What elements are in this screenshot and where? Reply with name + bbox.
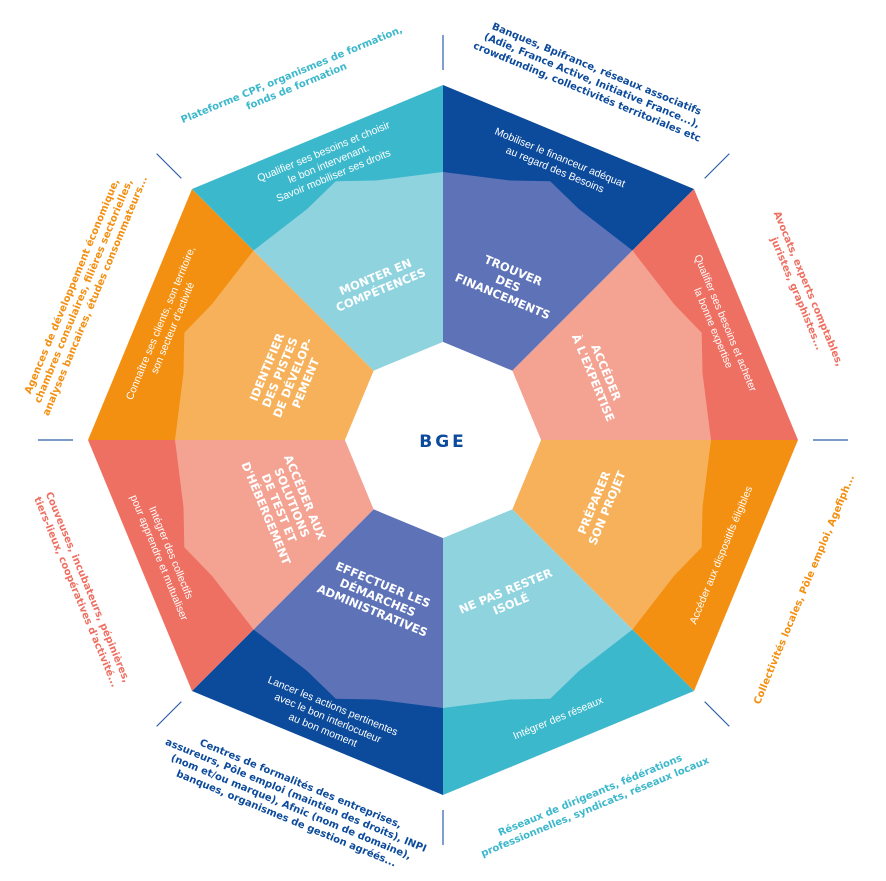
segment-competences-notch: [285, 104, 331, 124]
divider-rule: [156, 701, 182, 727]
segment-competences-outer-band: [192, 85, 443, 251]
segment-isole-inner-band: [443, 509, 633, 708]
segment-hebergement-partners-line: Couveuses, incubateurs, pépinières,: [43, 490, 133, 684]
segment-isole-partners-line: Réseaux de dirigeants, fédérations: [496, 752, 684, 839]
segment-financements-inner-band: [443, 172, 633, 371]
segment-hebergement-partners-text: Couveuses, incubateurs, pépinières,tiers…: [31, 490, 132, 689]
segment-financements-notch: [555, 104, 601, 124]
segment-projet-inner-band: [512, 440, 711, 630]
segment-expertise-notch: [759, 282, 779, 328]
segment-demarches-partners-line: (nom et/ou marque), Afnic (nom de domain…: [169, 753, 412, 862]
center: BGE: [345, 342, 541, 538]
segment-pistes-notch: [107, 282, 127, 328]
segment-pistes-outer-band: [88, 189, 254, 440]
segment-expertise-partners-text: Avocats, experts comptables,juristes, gr…: [767, 210, 845, 368]
segment-hebergement-inner-band: [175, 440, 374, 630]
segment-projet-notch: [759, 552, 779, 598]
segment-projet-outer-band: [632, 440, 798, 691]
center-octagon: [345, 342, 541, 538]
segment-isole-partners-line: professionnelles, syndicats, réseaux loc…: [479, 754, 711, 859]
segment-isole-outer-band: [443, 629, 694, 795]
segment-expertise-partners-line: Avocats, experts comptables,: [771, 210, 845, 368]
segment-financements-outer-band: [443, 85, 694, 251]
segment-hebergement-outer-band: [88, 440, 254, 691]
center-label: BGE: [419, 432, 467, 452]
divider-rule: [156, 153, 182, 179]
segment-demarches-inner-band: [253, 509, 443, 708]
segment-demarches-outer-band: [192, 629, 443, 795]
divider-rule: [704, 701, 730, 727]
divider-rule: [704, 153, 730, 179]
segment-hebergement-partners-line: tiers-lieux, coopératives d'activité...: [31, 495, 120, 689]
segment-competences-partners-line: Plateforme CPF, organismes de formation,: [180, 25, 405, 126]
segment-demarches-notch: [285, 756, 331, 776]
segment-competences-inner-band: [253, 172, 443, 371]
segment-expertise-outer-band: [632, 189, 798, 440]
segment-hebergement-notch: [107, 552, 127, 598]
segment-isole-notch: [555, 756, 601, 776]
divider-rules: [38, 35, 848, 845]
segment-expertise-inner-band: [512, 250, 711, 440]
segment-pistes-inner-band: [175, 250, 374, 440]
